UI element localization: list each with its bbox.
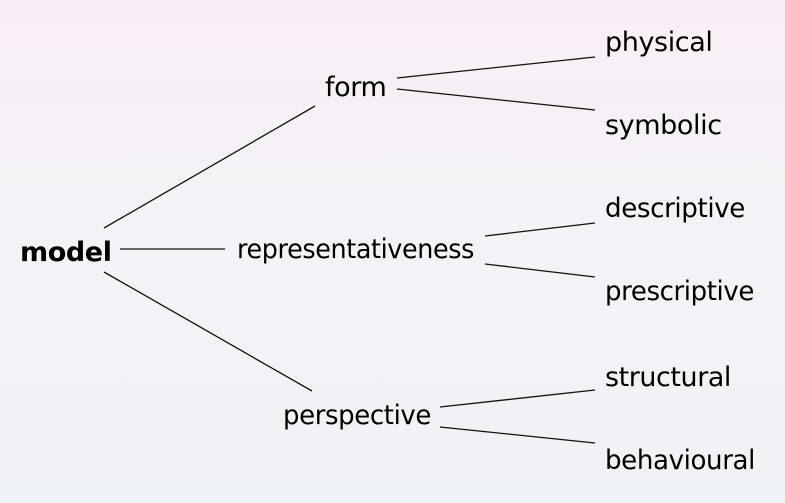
edge-form-symbolic [396,88,596,111]
node-perspective: perspective [283,400,431,431]
node-physical: physical [605,27,713,58]
node-model: model [20,237,112,268]
edge-perspective-structural [439,389,596,408]
node-representativeness: representativeness [237,234,474,265]
node-descriptive: descriptive [605,193,745,224]
node-behavioural: behavioural [605,445,755,476]
edge-form-physical [396,56,596,79]
edge-representativeness-prescriptive [484,263,596,278]
node-symbolic: symbolic [605,110,722,141]
node-form: form [325,72,386,103]
edge-model-perspective [103,271,313,392]
edge-representativeness-descriptive [484,222,596,237]
node-structural: structural [605,362,731,393]
edge-perspective-behavioural [439,426,596,444]
node-prescriptive: prescriptive [605,276,754,307]
edge-model-form [103,105,316,229]
